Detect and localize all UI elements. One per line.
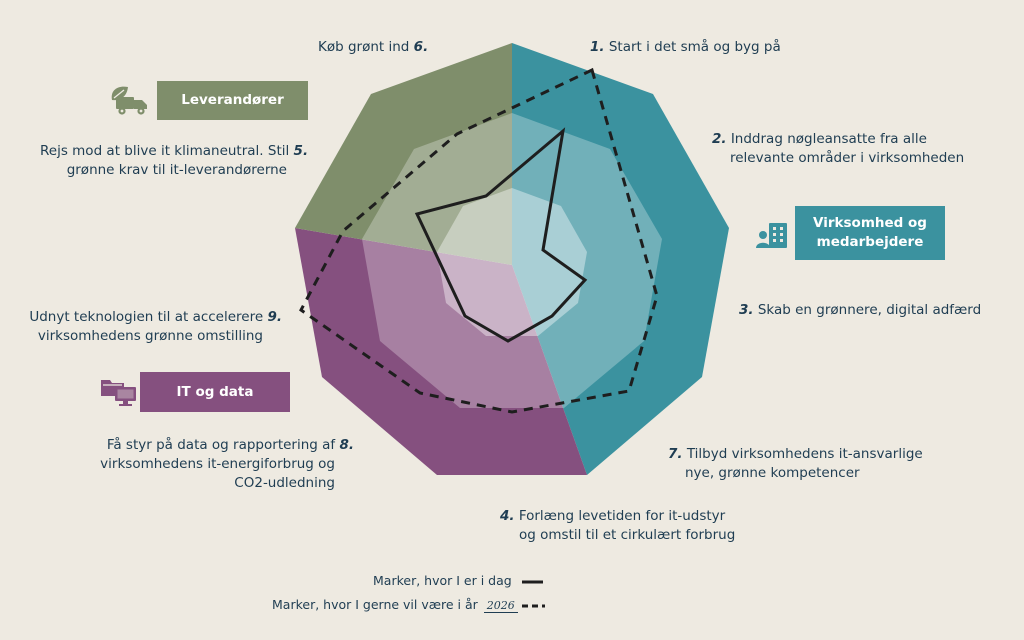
statement-3-number: 3. [739, 302, 754, 318]
statement-5-line2: grønne krav til it-leverandørerne [66, 162, 287, 178]
current-position-line [414, 127, 588, 343]
category-leverandorer-box: Leverandører [157, 81, 308, 120]
statement-2-line1: Inddrag nøgleansatte fra alle [730, 131, 927, 147]
statement-5: Rejs mod at blive it klimaneutral. Stil … [40, 142, 309, 180]
statement-1-number: 1. [590, 39, 605, 55]
statement-9: Udnyt teknologien til at accelerere 9. v… [20, 308, 282, 346]
statement-8-number: 8. [339, 437, 354, 453]
statement-5-number: 5. [293, 143, 309, 159]
statement-4-number: 4. [500, 508, 515, 524]
statement-4-line1: Forlæng levetiden for it-udstyr [518, 508, 726, 524]
statement-4: 4. Forlæng levetiden for it-udstyr og om… [500, 507, 735, 545]
ring-middle [362, 113, 662, 408]
statement-6-text: Køb grønt ind [318, 39, 410, 55]
statement-8-line1: Få styr på data og rapportering af [106, 437, 336, 453]
building-people-icon [756, 223, 787, 248]
statement-7: 7. Tilbyd virksomhedens it-ansvarlige ny… [668, 445, 923, 483]
ring-inner [437, 188, 587, 336]
statement-3: 3. Skab en grønnere, digital adfærd [739, 301, 981, 320]
folders-computer-icon [101, 380, 136, 406]
statement-7-line2: nye, grønne kompetencer [685, 465, 860, 481]
legend-goal: Marker, hvor I gerne vil være i år 2026 [272, 597, 518, 613]
statement-2: 2. Inddrag nøgleansatte fra alle relevan… [712, 130, 964, 168]
statement-2-line2: relevante områder i virksomheden [730, 150, 965, 166]
truck-leaf-icon [111, 86, 147, 115]
statement-9-line2: virksomhedens grønne omstilling [37, 328, 263, 344]
category-virksomhed-box: Virksomhed og medarbejdere [795, 206, 945, 260]
statement-6-number: 6. [413, 39, 429, 55]
statement-9-number: 9. [267, 309, 282, 325]
legend-goal-label: Marker, hvor I gerne vil være i år [272, 597, 478, 612]
category-leverandorer-label: Leverandører [181, 92, 284, 108]
statement-7-number: 7. [668, 446, 683, 462]
statement-5-line1: Rejs mod at blive it klimaneutral. Stil [40, 143, 290, 159]
category-virksomhed-label-line1: Virksomhed og [813, 215, 927, 231]
legend-today-label: Marker, hvor I er i dag [373, 573, 512, 588]
category-it-data-box: IT og data [140, 372, 290, 412]
goal-position-line [299, 67, 659, 414]
statement-4-line2: og omstil til et cirkulært forbrug [519, 527, 736, 543]
sector-it-data [295, 228, 587, 475]
statement-8-line3: CO2-udledning [234, 475, 335, 491]
category-virksomhed-label-line2: medarbejdere [816, 234, 924, 250]
category-it-data-label: IT og data [176, 383, 254, 400]
statement-1: 1. Start i det små og byg på [590, 38, 781, 57]
statement-1-text: Start i det små og byg på [608, 39, 781, 55]
statement-9-line1: Udnyt teknologien til at accelerere [29, 309, 264, 325]
statement-2-number: 2. [712, 131, 727, 147]
legend-today: Marker, hvor I er i dag [373, 573, 512, 588]
sector-leverandorer [295, 43, 512, 265]
statement-7-line1: Tilbyd virksomhedens it-ansvarlige [686, 446, 923, 462]
statement-8-line2: virksomhedens it-energiforbrug og [100, 456, 335, 472]
statement-6: Køb grønt ind 6. [318, 38, 428, 57]
statement-8: Få styr på data og rapportering af 8. vi… [70, 436, 354, 493]
sector-virksomhed [512, 43, 729, 475]
legend-goal-year: 2026 [483, 599, 518, 613]
statement-3-text: Skab en grønnere, digital adfærd [757, 302, 982, 318]
